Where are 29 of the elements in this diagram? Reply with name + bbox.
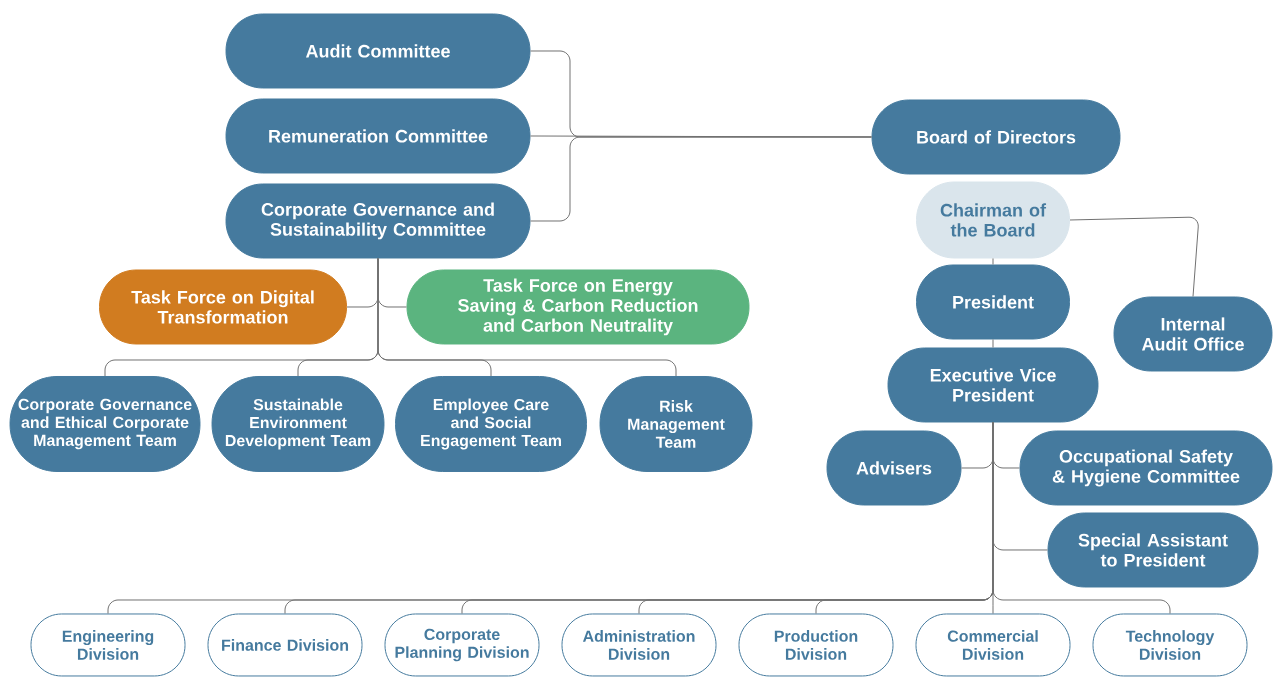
org-box: Task Force on Energy Saving & Carbon Reduction and Carbon Neutrality <box>406 269 750 345</box>
org-box: Sustainable Environment Development Team <box>211 376 385 472</box>
org-box: Advisers <box>826 430 962 506</box>
org-box: Audit Committee <box>225 13 531 89</box>
org-box: Engineering Division <box>30 613 186 677</box>
org-box: Special Assistant to President <box>1047 512 1259 588</box>
connector-line <box>1069 216 1199 297</box>
connector-line <box>377 258 677 377</box>
org-box: Chairman of the Board <box>916 181 1070 259</box>
connector-line <box>992 339 994 348</box>
org-box: Finance Division <box>207 613 363 677</box>
org-box: Administration Division <box>561 613 717 677</box>
org-box: Internal Audit Office <box>1113 296 1273 372</box>
org-box: Board of Directors <box>871 99 1121 175</box>
org-box: Task Force on Digital Transformation <box>99 269 347 345</box>
org-box: Commercial Division <box>915 613 1071 677</box>
org-box: Corporate Planning Division <box>384 613 540 677</box>
org-box: Employee Care and Social Engagement Team <box>395 376 587 472</box>
connector-line <box>530 136 872 222</box>
org-box: Corporate Governance and Ethical Corporate Management Team <box>9 376 201 472</box>
org-box: Technology Division <box>1092 613 1248 677</box>
org-box: Production Division <box>738 613 894 677</box>
connector-line <box>992 258 994 265</box>
org-box: Occupational Safety & Hygiene Committee <box>1019 430 1273 506</box>
org-box: Risk Management Team <box>599 376 753 472</box>
org-box: Corporate Governance and Sustainability Committee <box>225 183 531 259</box>
org-box: President <box>916 264 1070 340</box>
org-box: Remuneration Committee <box>225 98 531 174</box>
org-box: Executive Vice President <box>887 347 1099 423</box>
